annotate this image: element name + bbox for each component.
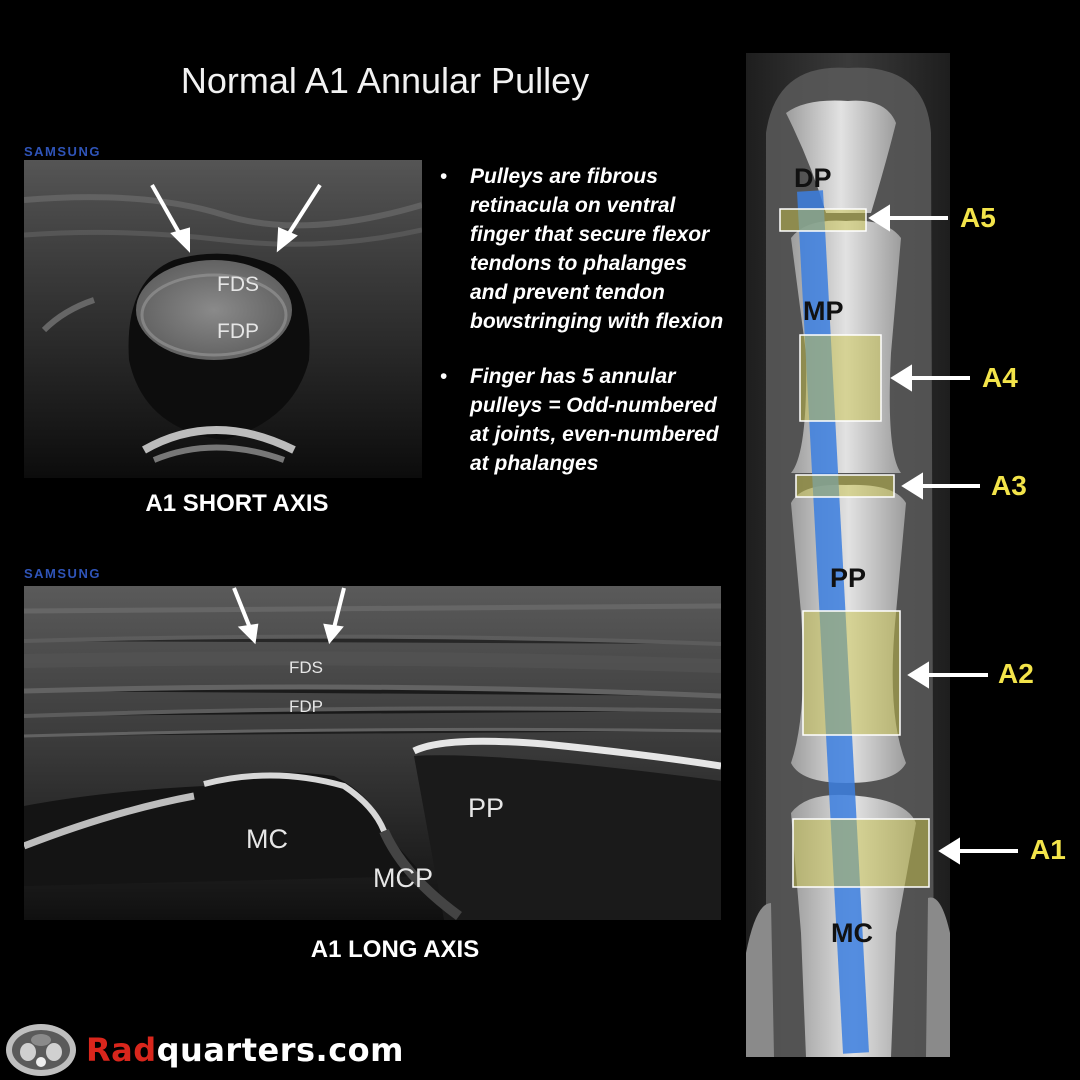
bullet-dot: • <box>440 165 448 188</box>
bullet-item: •Pulleys are fibrous retinacula on ventr… <box>440 162 730 336</box>
caption-long-axis: A1 LONG AXIS <box>310 936 480 963</box>
radquarters-logo: Radquarters.com <box>4 1020 404 1080</box>
bullet-list: •Pulleys are fibrous retinacula on ventr… <box>440 162 730 504</box>
pulley-box-a1 <box>792 818 930 888</box>
pulley-label-a5: A5 <box>960 202 996 233</box>
pulley-label-a2: A2 <box>998 658 1034 689</box>
pulley-label-a3: A3 <box>991 470 1027 501</box>
arrow-icon <box>901 472 923 500</box>
pulley-label-a4: A4 <box>982 362 1018 393</box>
pulley-box-a2 <box>802 610 901 736</box>
label-pp-long: PP <box>468 793 505 823</box>
pulley-box-a5 <box>779 208 867 232</box>
ultrasound-short-axis: FDS FDP <box>24 160 422 478</box>
label-fdp-short: FDP <box>217 320 259 343</box>
arrow-icon <box>232 587 346 645</box>
watermark-samsung-long: SAMSUNG <box>24 566 101 581</box>
pulley-box-a4 <box>799 334 882 422</box>
label-fdp-long: FDP <box>289 697 323 716</box>
label-dp: DP <box>794 163 832 193</box>
label-fds-long: FDS <box>289 658 323 677</box>
watermark-samsung-short: SAMSUNG <box>24 144 101 159</box>
label-mc-long: MC <box>246 824 288 854</box>
arrow-icon <box>890 364 912 392</box>
label-mp: MP <box>803 296 844 326</box>
label-mcp-long: MCP <box>373 863 433 893</box>
label-pp-xray: PP <box>830 563 867 593</box>
finger-xray: DP MP PP MC <box>746 53 950 1057</box>
bullet-dot: • <box>440 365 448 388</box>
arrow-icon <box>907 661 929 689</box>
arrow-icon <box>938 837 960 865</box>
logo-text-rad: Rad <box>86 1031 157 1069</box>
pulley-box-a3 <box>795 474 895 498</box>
logo-text-domain: quarters.com <box>156 1031 404 1069</box>
page-title: Normal A1 Annular Pulley <box>180 60 590 101</box>
ct-scan-icon <box>6 1024 76 1076</box>
caption-short-axis: A1 SHORT AXIS <box>145 490 329 517</box>
pulley-label-a1: A1 <box>1030 834 1066 865</box>
ultrasound-long-axis: FDS FDP MC MCP PP <box>24 586 721 920</box>
label-mc-xray: MC <box>831 918 873 948</box>
bullet-item: •Finger has 5 annular pulleys = Odd-numb… <box>440 362 730 478</box>
arrow-icon <box>150 183 322 253</box>
label-fds-short: FDS <box>217 273 259 296</box>
arrow-icon <box>868 204 890 232</box>
